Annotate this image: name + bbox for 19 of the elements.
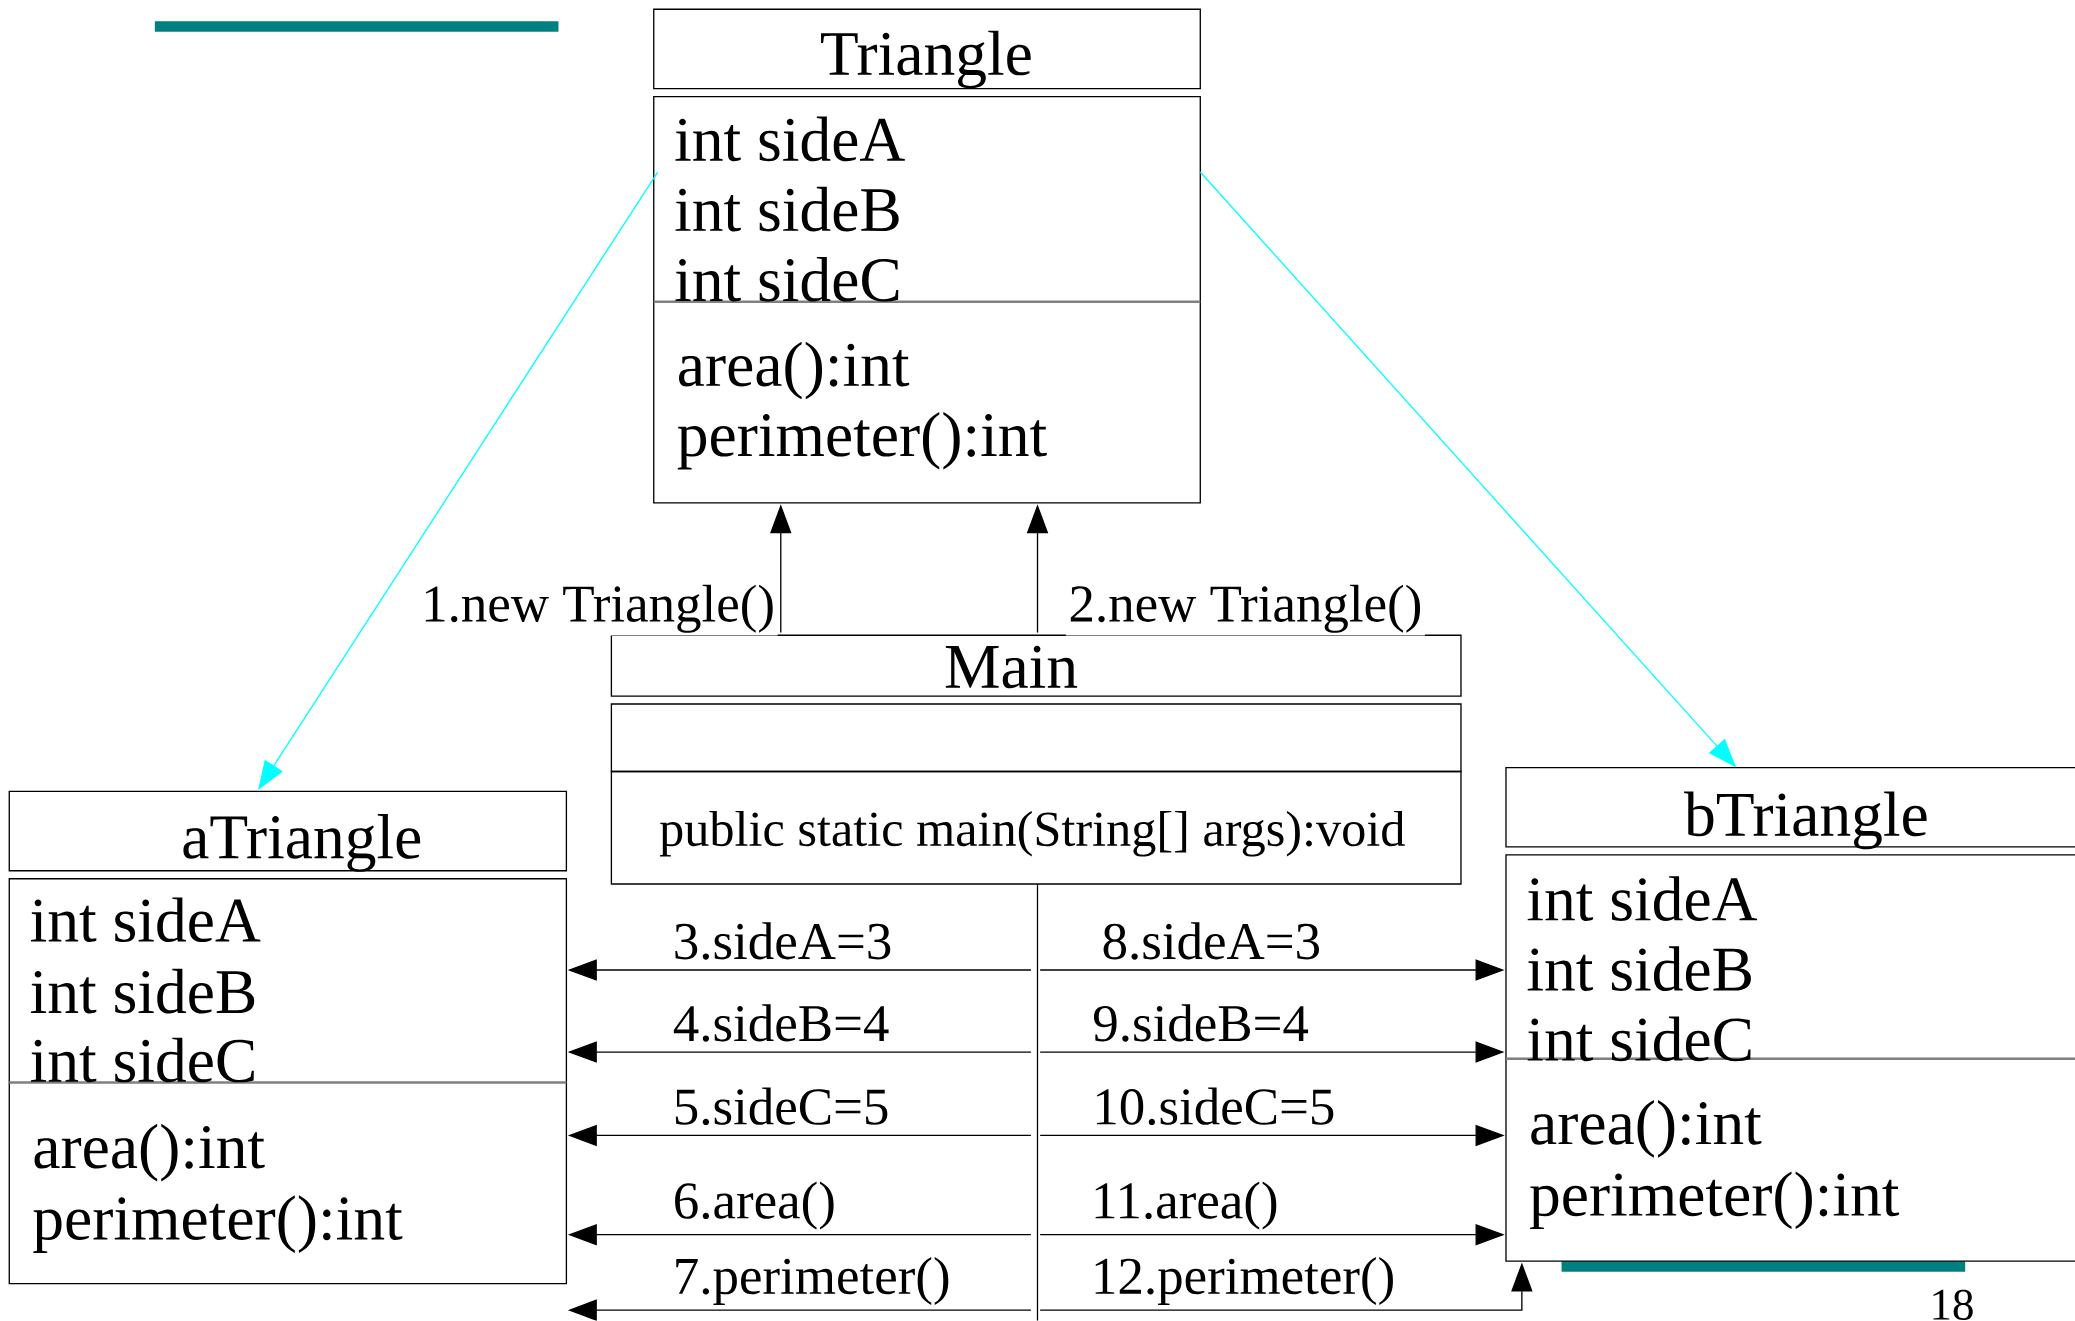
node-label: Main [945,645,1078,689]
node-label: bTriangle [1684,791,1927,850]
edge-label: 3.sideA=3 [670,919,895,963]
edge-label: 5.sideC=5 [670,1085,893,1128]
edge-label: 10.sideC=5 [1089,1085,1338,1128]
edge-label: 1.new Triangle() [418,582,778,636]
edge-label: 2.new Triangle() [1065,582,1425,636]
class-box: Triangle int sideA int sideB int sideC area():int perimeter():int [653,8,1201,504]
edge-label: 8.sideA=3 [1098,919,1324,963]
edge-label: 7.perimeter() [670,1254,954,1308]
class-box: bTriangle int sideA int sideB int sideC area():int perimeter():int [1505,767,2075,1262]
edge-label: 4.sideB=4 [670,1001,893,1045]
edge-label: 6.area() [670,1179,839,1233]
node-label: Triangle [821,30,1031,89]
edge-label: 9.sideB=4 [1089,1001,1312,1045]
edge-label: 11.area() [1088,1179,1282,1233]
edge-label: 12.perimeter() [1088,1254,1398,1308]
node-label: aTriangle [183,814,421,873]
class-box: aTriangle int sideA int sideB int sideC area():int perimeter():int [8,790,568,1285]
